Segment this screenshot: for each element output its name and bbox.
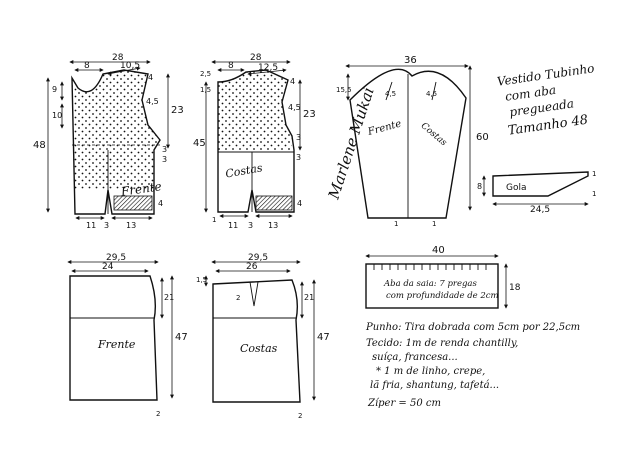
skirt-front-w-top: 29,5 xyxy=(106,253,126,263)
pattern-notes: Punho: Tira dobrada com 5cm por 22,5cm T… xyxy=(365,322,580,409)
note-fabric-alt: * 1 m de linho, crepe, xyxy=(376,366,485,377)
bodice-front-piece: Frente 28 8 10,5 48 23 9 10 4 4,5 3 3 4 … xyxy=(33,53,184,230)
pattern-title: Vestido Tubinho com aba pregueada Tamanh… xyxy=(496,61,595,138)
bodice-back-piece: Costas 28 8 12,5 45 23 2,5 1,5 4 4,5 3 3… xyxy=(193,53,316,230)
skirt-back-h-hip: 21 xyxy=(304,293,314,302)
bodice-back-d15: 1,5 xyxy=(200,86,211,94)
skirt-back-outline xyxy=(212,279,301,403)
bodice-front-d3a: 3 xyxy=(162,145,167,154)
bodice-back-h-arm: 23 xyxy=(303,109,316,120)
bodice-back-d25: 2,5 xyxy=(200,70,211,78)
bodice-back-w-shoulder: 12,5 xyxy=(258,63,278,73)
bodice-front-d45: 4,5 xyxy=(146,97,159,106)
bodice-back-label: Costas xyxy=(224,161,263,180)
bodice-front-w-neck: 8 xyxy=(84,61,90,71)
sleeve-d45a: 4,5 xyxy=(385,90,396,98)
bodice-front-b-mid: 3 xyxy=(104,221,109,230)
skirt-flap-line2: com profundidade de 2cm xyxy=(386,291,499,301)
sleeve-label-front: Frente xyxy=(366,118,403,138)
bodice-back-print xyxy=(218,70,292,150)
sleeve-b1a: 1 xyxy=(394,220,398,228)
bodice-front-d4b: 4 xyxy=(158,199,163,208)
sleeve-outline xyxy=(349,68,467,219)
bodice-front-d4a: 4 xyxy=(148,73,153,82)
sleeve-h: 60 xyxy=(476,132,489,143)
collar-d1b: 1 xyxy=(592,190,596,198)
skirt-flap-h: 18 xyxy=(509,283,521,293)
skirt-flap-line1: Aba da saia: 7 pregas xyxy=(383,279,477,289)
bodice-front-hatch xyxy=(113,195,153,211)
skirt-flap-piece: 40 18 Aba da saia: 7 pregas com profundi… xyxy=(365,245,521,309)
bodice-back-b-mid: 3 xyxy=(248,221,253,230)
skirt-flap-outline xyxy=(365,263,499,309)
bodice-front-b-left: 11 xyxy=(86,221,96,230)
bodice-back-b-left: 11 xyxy=(228,221,238,230)
collar-piece: Gola 24,5 8 1 1 xyxy=(477,170,596,215)
note-cuff: Punho: Tira dobrada com 5cm por 22,5cm xyxy=(365,322,580,333)
skirt-front-b2: 2 xyxy=(156,410,160,418)
bodice-back-d45: 4,5 xyxy=(288,103,301,112)
bodice-front-d3b: 3 xyxy=(162,155,167,164)
skirt-flap-w: 40 xyxy=(432,245,445,256)
bodice-back-b1: 1 xyxy=(212,216,216,224)
bodice-back-h-total: 45 xyxy=(193,138,206,149)
skirt-front-outline xyxy=(69,275,158,401)
bodice-front-print xyxy=(72,70,160,190)
note-zipper: Zíper = 50 cm xyxy=(367,398,441,409)
note-fabric-types: suíça, francesa... xyxy=(372,352,458,363)
skirt-back-h-total: 47 xyxy=(317,332,330,343)
bodice-back-w-neck: 8 xyxy=(228,61,234,71)
bodice-back-w-top: 28 xyxy=(250,53,262,63)
bodice-front-b-right: 13 xyxy=(126,221,136,230)
skirt-back-d2: 2 xyxy=(236,294,240,302)
collar-w: 24,5 xyxy=(530,205,550,215)
designer-signature: Marlene Mukai xyxy=(324,85,377,202)
bodice-back-b-right: 13 xyxy=(268,221,278,230)
skirt-back-label: Costas xyxy=(240,342,278,355)
skirt-front-h-total: 47 xyxy=(175,332,188,343)
bodice-front-w-shoulder: 10,5 xyxy=(120,61,140,71)
bodice-front-h-arm: 23 xyxy=(171,105,184,116)
sleeve-d45b: 4,5 xyxy=(426,90,437,98)
skirt-front-label: Frente xyxy=(97,338,136,351)
skirt-back-b2: 2 xyxy=(298,412,302,420)
collar-label: Gola xyxy=(506,183,527,193)
skirt-back-d15: 1,5 xyxy=(196,276,207,284)
note-fabric-alt-types: lã fria, shantung, tafetá... xyxy=(370,380,499,391)
collar-h: 8 xyxy=(477,182,482,191)
sleeve-w-top: 36 xyxy=(404,55,417,66)
sleeve-d155: 15,5 xyxy=(336,86,352,94)
sleeve-b1b: 1 xyxy=(432,220,436,228)
bodice-back-hatch xyxy=(255,195,293,211)
bodice-front-h-left-top: 9 xyxy=(52,85,57,94)
skirt-back-w-top: 29,5 xyxy=(248,253,268,263)
bodice-back-d4: 4 xyxy=(290,77,295,86)
collar-d1a: 1 xyxy=(592,170,596,178)
skirt-back-piece: 29,5 26 1,5 2 21 47 Costas 2 xyxy=(196,253,330,420)
skirt-front-h-hip: 21 xyxy=(164,293,174,302)
skirt-front-w-waist: 24 xyxy=(102,262,114,272)
sleeve-label-back: Costas xyxy=(419,121,449,149)
collar-outline xyxy=(492,171,589,197)
skirt-back-w-waist: 26 xyxy=(246,262,258,272)
bodice-back-d3b: 3 xyxy=(296,153,301,162)
bodice-front-label: Frente xyxy=(119,179,162,199)
bodice-back-d3: 3 xyxy=(296,133,301,142)
bodice-front-h-left-mid: 10 xyxy=(52,111,62,120)
bodice-back-d4b: 4 xyxy=(297,199,302,208)
bodice-front-w-top: 28 xyxy=(112,53,124,63)
bodice-front-h-total: 48 xyxy=(33,140,46,151)
note-fabric: Tecido: 1m de renda chantilly, xyxy=(366,338,518,349)
skirt-front-piece: 29,5 24 21 47 Frente 2 xyxy=(67,253,188,418)
skirt-flap-ticks xyxy=(373,264,487,270)
